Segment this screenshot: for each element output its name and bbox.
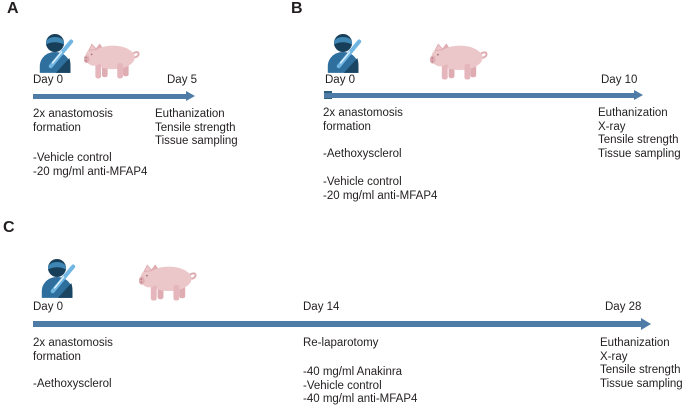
pig-icon: [430, 42, 488, 80]
surgeon-icon: [38, 256, 76, 298]
annotation-line: X-ray: [598, 120, 626, 133]
timepoint-label-day5: Day 5: [167, 74, 198, 86]
annotation-line: Tensile strength: [600, 364, 681, 376]
annotation-line: -Vehicle control: [323, 176, 402, 188]
annotation-line: -20 mg/ml anti-MFAP4: [323, 189, 438, 202]
timeline-arrowhead-icon: [634, 90, 643, 100]
surgeon-icon: [324, 31, 362, 73]
timepoint-label-day14: Day 14: [303, 301, 340, 313]
annotation-line: -Vehicle control: [303, 379, 382, 392]
annotation-line: -20 mg/ml anti-MFAP4: [33, 165, 148, 178]
timepoint-label-day10: Day 10: [601, 74, 638, 86]
annotation-line: Euthanization: [155, 108, 225, 120]
timeline-arrow-bar: [33, 94, 186, 99]
annotation-line: Tensile strength: [155, 121, 236, 134]
annotation-line: 2x anastomosis: [33, 108, 113, 120]
annotation-line: formation: [323, 120, 371, 133]
timeline-arrow-bar: [324, 93, 634, 98]
annotation-line: X-ray: [600, 350, 628, 363]
annotation-treatments: -Vehicle control -20 mg/ml anti-MFAP4: [323, 176, 437, 203]
surgeon-icon: [36, 31, 74, 73]
annotation-line: -Aethoxysclerol: [33, 378, 112, 390]
timepoint-label-day0: Day 0: [33, 74, 64, 86]
timeline-arrow-bar: [33, 321, 641, 327]
annotation-line: formation: [33, 121, 81, 134]
annotation-line: Tissue sampling: [598, 147, 681, 160]
annotation-endpoint: Euthanization X-ray Tensile strength Tis…: [600, 337, 683, 391]
annotation-relaparotomy: Re-laparotomy: [303, 337, 378, 351]
timepoint-label-day28: Day 28: [605, 301, 642, 313]
annotation-treatments: -Vehicle control -20 mg/ml anti-MFAP4: [33, 152, 147, 179]
annotation-procedure: 2x anastomosis formation: [33, 337, 113, 364]
annotation-endpoint: Euthanization X-ray Tensile strength Tis…: [598, 107, 681, 161]
annotation-line: 2x anastomosis: [33, 337, 113, 349]
panel-a-label: A: [7, 0, 19, 17]
annotation-line: Euthanization: [600, 337, 670, 349]
annotation-line: Tissue sampling: [600, 377, 683, 390]
timeline-arrowhead-icon: [186, 91, 195, 101]
annotation-procedure: 2x anastomosis formation: [33, 108, 113, 135]
panel-c-label: C: [3, 219, 15, 236]
pig-icon: [84, 42, 140, 79]
pig-icon: [139, 263, 197, 301]
annotation-line: -40 mg/ml anti-MFAP4: [303, 393, 418, 405]
annotation-line: -Aethoxysclerol: [323, 148, 402, 160]
annotation-line: -Vehicle control: [33, 152, 112, 164]
panel-b-label: B: [291, 0, 303, 17]
annotation-line: Re-laparotomy: [303, 337, 379, 349]
annotation-line: -40 mg/ml Anakinra: [303, 366, 403, 378]
annotation-line: Tissue sampling: [155, 135, 238, 147]
timepoint-label-day0: Day 0: [325, 74, 356, 86]
annotation-line: 2x anastomosis: [323, 107, 403, 119]
annotation-treatments: -40 mg/ml Anakinra -Vehicle control -40 …: [303, 366, 417, 407]
annotation-line: Euthanization: [598, 107, 668, 119]
timeline-arrowhead-icon: [641, 318, 651, 330]
annotation-sclerosant: -Aethoxysclerol: [323, 148, 402, 162]
annotation-line: Tensile strength: [598, 134, 679, 146]
annotation-procedure: 2x anastomosis formation: [323, 107, 403, 134]
annotation-endpoint: Euthanization Tensile strength Tissue sa…: [155, 108, 238, 149]
annotation-sclerosant: -Aethoxysclerol: [33, 378, 112, 392]
annotation-line: formation: [33, 350, 81, 363]
timepoint-label-day0: Day 0: [33, 301, 64, 313]
